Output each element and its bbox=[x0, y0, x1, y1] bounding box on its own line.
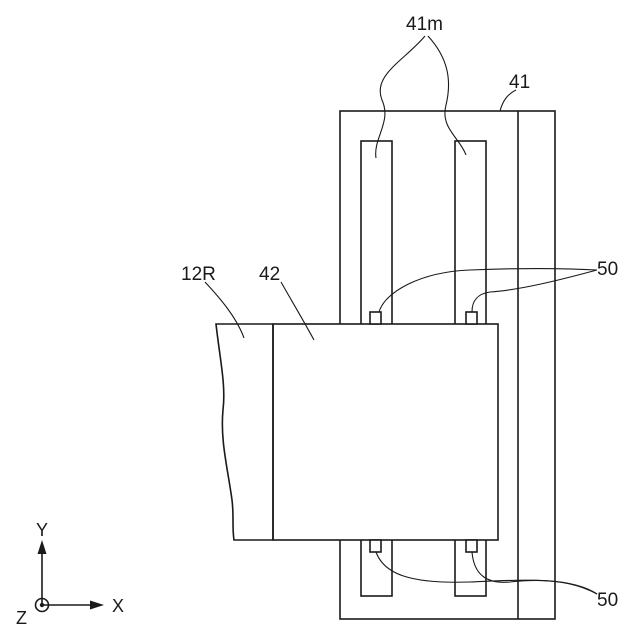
axis-label-y: Y bbox=[36, 520, 48, 540]
leader-12r bbox=[205, 282, 244, 338]
leader-41m-left bbox=[376, 36, 425, 158]
leader-50-top-b bbox=[472, 270, 597, 312]
coordinate-axes bbox=[36, 540, 105, 612]
leader-50-top-a bbox=[379, 269, 597, 313]
label-50-top: 50 bbox=[597, 259, 618, 280]
label-12r: 12R bbox=[181, 264, 216, 285]
leader-50-bottom-b bbox=[472, 552, 597, 594]
axis-label-x: X bbox=[112, 596, 124, 616]
connector-50-top-left bbox=[370, 312, 381, 324]
base-part-12r bbox=[216, 324, 273, 540]
label-41m: 41m bbox=[406, 14, 443, 35]
connector-50-top-right bbox=[466, 312, 477, 324]
label-50-bottom: 50 bbox=[597, 590, 618, 611]
connector-50-bottom-left bbox=[370, 540, 381, 552]
module-42 bbox=[273, 324, 498, 540]
label-41: 41 bbox=[509, 72, 530, 93]
connector-50-bottom-right bbox=[466, 540, 477, 552]
axis-label-z: Z bbox=[16, 608, 27, 628]
leader-41 bbox=[500, 90, 516, 111]
leader-41m-right bbox=[428, 36, 466, 155]
label-42: 42 bbox=[259, 264, 280, 285]
